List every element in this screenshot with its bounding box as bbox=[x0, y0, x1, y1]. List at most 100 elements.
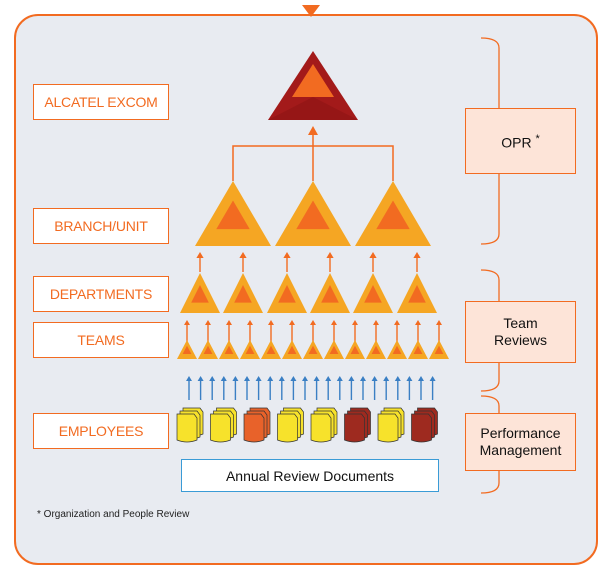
orange-arrow bbox=[352, 320, 358, 342]
blue-arrow bbox=[371, 376, 378, 400]
orange-arrow bbox=[310, 320, 316, 342]
document-stack-icon bbox=[243, 407, 271, 443]
team-reviews-line2: Reviews bbox=[494, 332, 547, 348]
team-triangle bbox=[240, 340, 260, 359]
blue-arrow bbox=[348, 376, 355, 400]
department-triangle bbox=[223, 273, 263, 313]
opr-box: OPR * bbox=[465, 108, 576, 174]
level-alcatel-excom: ALCATEL EXCOM bbox=[33, 84, 169, 120]
team-triangle bbox=[282, 340, 302, 359]
top-notch-marker bbox=[302, 5, 320, 17]
team-triangle bbox=[219, 340, 239, 359]
orange-arrow bbox=[247, 320, 253, 342]
branch-triangles bbox=[195, 181, 431, 246]
employee-to-team-arrows bbox=[186, 376, 436, 400]
orange-arrow bbox=[239, 252, 247, 272]
orange-arrow bbox=[331, 320, 337, 342]
orange-arrow bbox=[369, 252, 377, 272]
blue-arrow bbox=[267, 376, 274, 400]
department-triangle bbox=[180, 273, 220, 313]
department-triangles bbox=[180, 273, 437, 313]
blue-arrow bbox=[360, 376, 366, 400]
blue-arrow bbox=[302, 376, 308, 400]
blue-arrow bbox=[232, 376, 239, 400]
blue-arrow bbox=[278, 376, 285, 400]
department-triangle bbox=[267, 273, 307, 313]
blue-arrow bbox=[394, 376, 401, 400]
team-triangle bbox=[198, 340, 218, 359]
performance-line2: Management bbox=[479, 442, 562, 458]
orange-arrow bbox=[268, 320, 274, 342]
blue-arrow bbox=[406, 376, 413, 400]
orange-arrow bbox=[394, 320, 400, 342]
team-triangle bbox=[345, 340, 365, 359]
department-to-branch-arrows bbox=[196, 252, 421, 272]
blue-arrow bbox=[255, 376, 262, 400]
opr-footnote-mark: * bbox=[535, 132, 540, 145]
blue-arrow bbox=[209, 376, 216, 400]
blue-arrow bbox=[336, 376, 343, 400]
team-reviews-box: Team Reviews bbox=[465, 301, 576, 363]
team-triangle bbox=[387, 340, 407, 359]
team-triangles bbox=[177, 340, 449, 359]
document-stack-icon bbox=[344, 407, 371, 443]
team-triangle bbox=[177, 340, 197, 359]
level-teams: TEAMS bbox=[33, 322, 169, 358]
department-triangle bbox=[397, 273, 437, 313]
orange-arrow bbox=[226, 320, 232, 342]
orange-arrow bbox=[205, 320, 211, 342]
orange-arrow bbox=[326, 252, 334, 272]
branch-connector bbox=[232, 133, 394, 181]
level-branch-unit: BRANCH/UNIT bbox=[33, 208, 169, 244]
opr-label: OPR bbox=[501, 134, 532, 151]
blue-arrow bbox=[325, 376, 332, 400]
excom-triangle bbox=[268, 51, 358, 120]
team-reviews-line1: Team bbox=[503, 315, 538, 331]
orange-arrow bbox=[196, 252, 204, 272]
team-triangle bbox=[261, 340, 281, 359]
annual-review-documents-box: Annual Review Documents bbox=[181, 459, 439, 492]
branch-triangle bbox=[195, 181, 271, 246]
team-triangle bbox=[303, 340, 323, 359]
blue-arrow bbox=[429, 376, 436, 400]
branch-triangle bbox=[275, 181, 351, 246]
team-triangle bbox=[429, 340, 449, 359]
orange-arrow bbox=[415, 320, 421, 342]
connector-arrowhead bbox=[308, 126, 318, 135]
blue-arrow bbox=[186, 376, 192, 400]
document-stack-icon bbox=[411, 407, 438, 443]
blue-arrow bbox=[244, 376, 250, 400]
blue-arrow bbox=[313, 376, 320, 400]
performance-management-box: Performance Management bbox=[465, 413, 576, 471]
level-employees: EMPLOYEES bbox=[33, 413, 169, 449]
department-triangle bbox=[353, 273, 393, 313]
annual-review-label: Annual Review Documents bbox=[225, 467, 395, 484]
document-stack-icon bbox=[210, 407, 237, 443]
level-departments: DEPARTMENTS bbox=[33, 276, 169, 312]
performance-line1: Performance bbox=[480, 425, 561, 441]
team-triangle bbox=[324, 340, 344, 359]
document-stack-icon bbox=[277, 407, 304, 443]
orange-arrow bbox=[184, 320, 190, 342]
document-stack-icon bbox=[377, 407, 405, 443]
orange-arrow bbox=[373, 320, 379, 342]
orange-arrow bbox=[413, 252, 421, 272]
blue-arrow bbox=[290, 376, 297, 400]
document-stack-icon bbox=[310, 407, 338, 443]
orange-arrow bbox=[289, 320, 295, 342]
team-to-department-arrows bbox=[184, 320, 442, 342]
blue-arrow bbox=[418, 376, 424, 400]
footnote: * Organization and People Review bbox=[37, 509, 190, 520]
department-triangle bbox=[310, 273, 350, 313]
branch-triangle bbox=[355, 181, 431, 246]
document-stack-icon bbox=[176, 407, 204, 443]
blue-arrow bbox=[383, 376, 390, 400]
team-triangle bbox=[366, 340, 386, 359]
orange-arrow bbox=[283, 252, 291, 272]
blue-arrow bbox=[197, 376, 204, 400]
team-triangle bbox=[408, 340, 428, 359]
employee-documents bbox=[176, 407, 438, 443]
orange-arrow bbox=[436, 320, 442, 342]
blue-arrow bbox=[220, 376, 227, 400]
